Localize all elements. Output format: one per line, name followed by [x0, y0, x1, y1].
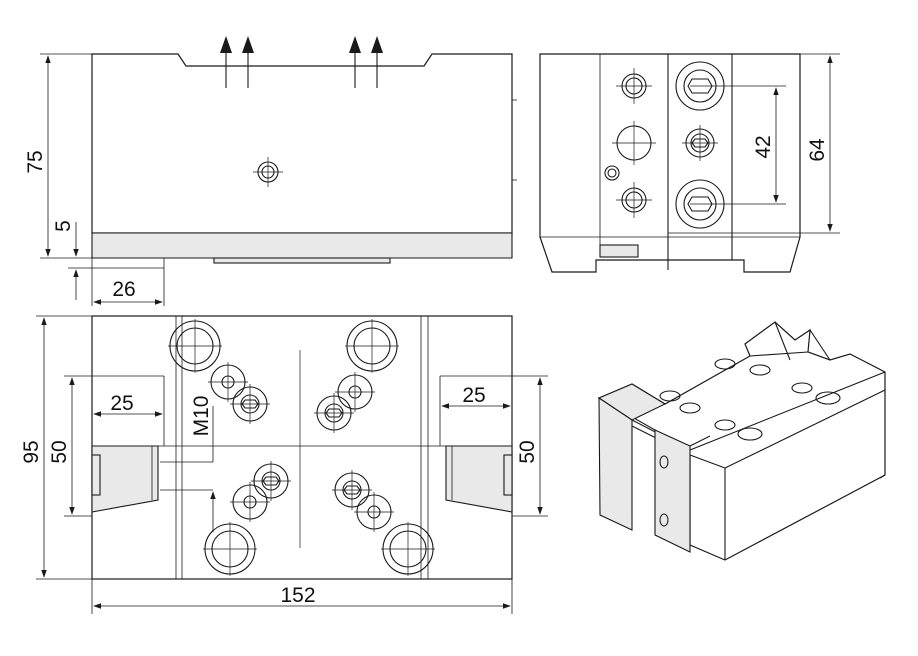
dim-side-height: 64	[806, 138, 829, 162]
top-view: 95 50 25 25 50 152 M10	[20, 315, 548, 614]
dim-top-left-width: 25	[110, 392, 133, 415]
dim-thread: M10	[190, 396, 213, 437]
side-view: 42 64	[539, 53, 840, 273]
isometric-view	[597, 321, 886, 561]
up-arrow-icon	[349, 36, 361, 88]
dim-front-height: 75	[24, 150, 47, 173]
dim-top-right-width: 25	[462, 384, 485, 407]
dim-top-left-height: 50	[48, 440, 71, 463]
up-arrow-icon	[242, 36, 254, 88]
dim-side-spacing: 42	[752, 135, 775, 158]
up-arrow-icon	[371, 36, 383, 88]
dim-top-total-height: 95	[20, 440, 43, 463]
up-arrow-icon	[220, 36, 232, 88]
dim-top-right-height: 50	[516, 440, 539, 463]
dim-top-total-width: 152	[280, 584, 315, 607]
dim-front-step: 5	[52, 220, 75, 232]
dim-front-width-offset: 26	[112, 278, 135, 301]
front-view: 75 5 26	[24, 36, 517, 306]
